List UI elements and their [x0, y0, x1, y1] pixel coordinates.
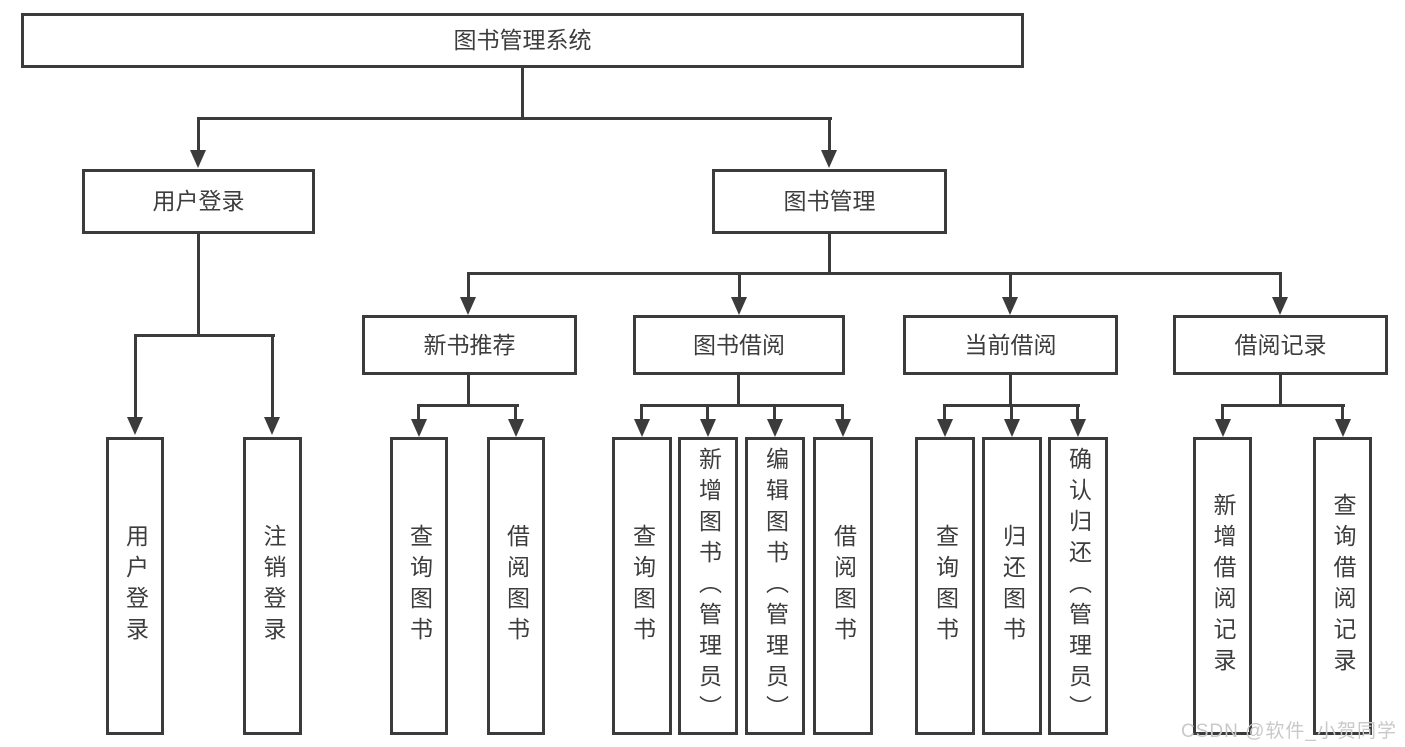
node-current-borrowing: 当前借阅: [903, 315, 1118, 375]
connector-line: [467, 375, 470, 407]
node-user-login-leaf: 用户登录: [106, 437, 164, 735]
arrowhead-down-icon: [460, 297, 476, 315]
connector-line: [1010, 404, 1013, 421]
arrowhead-down-icon: [731, 297, 747, 315]
connector-line: [521, 68, 524, 119]
arrowhead-down-icon: [1070, 419, 1086, 437]
connector-line: [640, 404, 844, 407]
connector-line: [943, 404, 946, 421]
node-return-books: 归还图书: [982, 437, 1042, 735]
connector-line: [1279, 272, 1282, 299]
arrowhead-down-icon: [411, 419, 427, 437]
connector-line: [514, 404, 517, 421]
connector-line: [197, 234, 200, 337]
node-root: 图书管理系统: [21, 13, 1024, 68]
connector-line: [197, 117, 832, 120]
node-book-borrowing: 图书借阅: [633, 315, 845, 375]
node-new-book-recommend: 新书推荐: [362, 315, 577, 375]
node-add-borrow-record: 新增借阅记录: [1193, 437, 1252, 735]
connector-line: [417, 404, 420, 421]
connector-line: [1009, 272, 1012, 299]
connector-line: [1076, 404, 1079, 421]
node-borrow-books-recommend: 借阅图书: [487, 437, 545, 735]
node-edit-books-admin: 编辑图书（管理员）: [745, 437, 805, 735]
node-borrow-records: 借阅记录: [1173, 315, 1388, 375]
arrowhead-down-icon: [1272, 297, 1288, 315]
node-query-borrow-record: 查询借阅记录: [1313, 437, 1372, 735]
node-borrow-books-borrowing: 借阅图书: [813, 437, 873, 735]
connector-line: [640, 404, 643, 421]
connector-line: [197, 117, 200, 151]
connector-line: [1221, 404, 1345, 407]
node-user-login: 用户登录: [82, 169, 315, 234]
arrowhead-down-icon: [821, 150, 837, 168]
connector-line: [134, 334, 137, 417]
connector-line: [417, 404, 519, 407]
arrowhead-down-icon: [1002, 297, 1018, 315]
arrowhead-down-icon: [767, 419, 783, 437]
connector-line: [1009, 375, 1012, 407]
node-logout: 注销登录: [243, 437, 302, 735]
connector-line: [467, 272, 1282, 275]
connector-line: [828, 234, 831, 275]
connector-line: [841, 404, 844, 421]
connector-line: [1279, 375, 1282, 407]
connector-line: [271, 334, 274, 417]
node-add-books-admin: 新增图书（管理员）: [678, 437, 738, 735]
connector-line: [737, 375, 740, 407]
connector-line: [738, 272, 741, 299]
connector-line: [773, 404, 776, 421]
arrowhead-down-icon: [264, 417, 280, 435]
connector-line: [134, 334, 275, 337]
arrowhead-down-icon: [127, 417, 143, 435]
arrowhead-down-icon: [1335, 419, 1351, 437]
node-query-books-current: 查询图书: [915, 437, 975, 735]
connector-line: [1341, 404, 1344, 421]
arrowhead-down-icon: [700, 419, 716, 437]
arrowhead-down-icon: [1215, 419, 1231, 437]
arrowhead-down-icon: [835, 419, 851, 437]
node-query-books-recommend: 查询图书: [390, 437, 448, 735]
connector-line: [706, 404, 709, 421]
arrowhead-down-icon: [190, 150, 206, 168]
node-confirm-return-admin: 确认归还（管理员）: [1048, 437, 1108, 735]
connector-line: [828, 117, 831, 151]
arrowhead-down-icon: [634, 419, 650, 437]
connector-line: [1221, 404, 1224, 421]
node-query-books-borrowing: 查询图书: [612, 437, 672, 735]
arrowhead-down-icon: [937, 419, 953, 437]
arrowhead-down-icon: [508, 419, 524, 437]
arrowhead-down-icon: [1004, 419, 1020, 437]
csdn-watermark: CSDN @软件_小贺同学: [1181, 721, 1397, 742]
connector-line: [467, 272, 470, 299]
node-book-management: 图书管理: [712, 169, 947, 234]
